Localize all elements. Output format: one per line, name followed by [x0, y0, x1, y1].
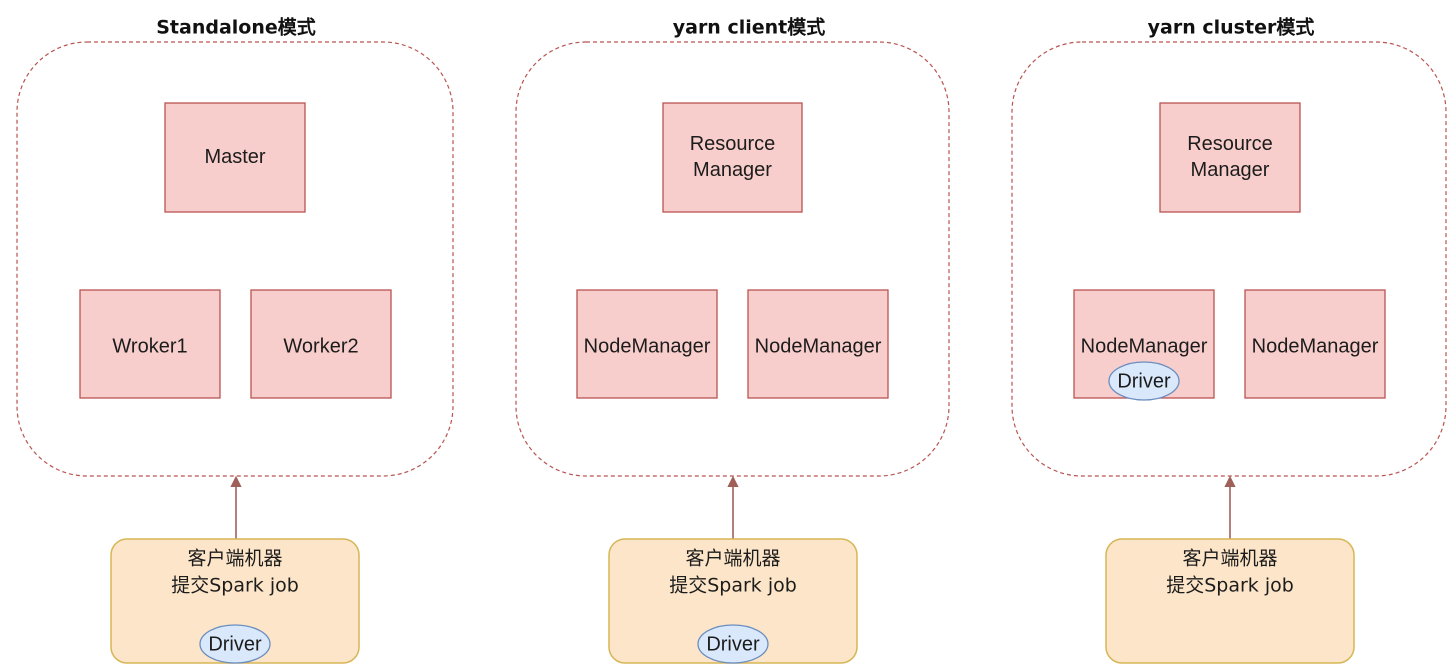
worker-node-label: Wroker1 [112, 335, 187, 357]
driver-ellipse: Driver [199, 624, 271, 664]
driver-shape [697, 624, 769, 664]
driver-label: Driver [706, 633, 760, 655]
worker-node-label: NodeManager [584, 335, 711, 357]
top-node-label: Manager [1191, 159, 1270, 181]
top-node-label: Master [204, 146, 265, 168]
worker-node: NodeManager [747, 289, 889, 399]
top-node-label: Resource [1187, 133, 1273, 155]
worker-node-label: NodeManager [755, 335, 882, 357]
panel-title: yarn cluster模式 [1148, 16, 1315, 39]
panel-title: Standalone模式 [156, 16, 316, 39]
worker-node-box [250, 289, 392, 399]
panel-title: yarn client模式 [673, 16, 826, 39]
top-node-box [164, 102, 306, 213]
driver-label: Driver [208, 633, 262, 655]
driver-label: Driver [1117, 370, 1171, 392]
top-node: Master [164, 102, 306, 213]
worker-node: NodeManager [1244, 289, 1386, 399]
top-node-label: Manager [693, 159, 772, 181]
driver-shape [199, 624, 271, 664]
worker-node: NodeManager [576, 289, 718, 399]
worker-node-label: Worker2 [283, 335, 358, 357]
driver-ellipse: Driver [1108, 361, 1180, 401]
worker-node-label: NodeManager [1252, 335, 1379, 357]
top-node-box [662, 102, 803, 213]
driver-ellipse: Driver [697, 624, 769, 664]
panel-3: yarn cluster模式 ResourceManagerNodeManager… [1011, 16, 1447, 664]
worker-node-box [576, 289, 718, 399]
worker-node-box [747, 289, 889, 399]
worker-node-box [1244, 289, 1386, 399]
driver-shape [1108, 361, 1180, 401]
client-machine-label: 客户端机器 [1182, 548, 1277, 570]
client-machine-box [1105, 538, 1355, 664]
cluster-boundary [16, 41, 454, 477]
client-machine-label: 客户端机器 [685, 548, 780, 570]
client-machine-label: 提交Spark job [171, 575, 299, 597]
client-machine-label: 提交Spark job [669, 575, 797, 597]
client-machine-label: 提交Spark job [1166, 575, 1294, 597]
client-machine-label: 客户端机器 [187, 548, 282, 570]
worker-node-label: NodeManager [1081, 335, 1208, 357]
top-node-label: Resource [690, 133, 776, 155]
worker-node-box [79, 289, 221, 399]
top-node-box [1159, 102, 1301, 213]
worker-node: Wroker1 [79, 289, 221, 399]
worker-node: Worker2 [250, 289, 392, 399]
